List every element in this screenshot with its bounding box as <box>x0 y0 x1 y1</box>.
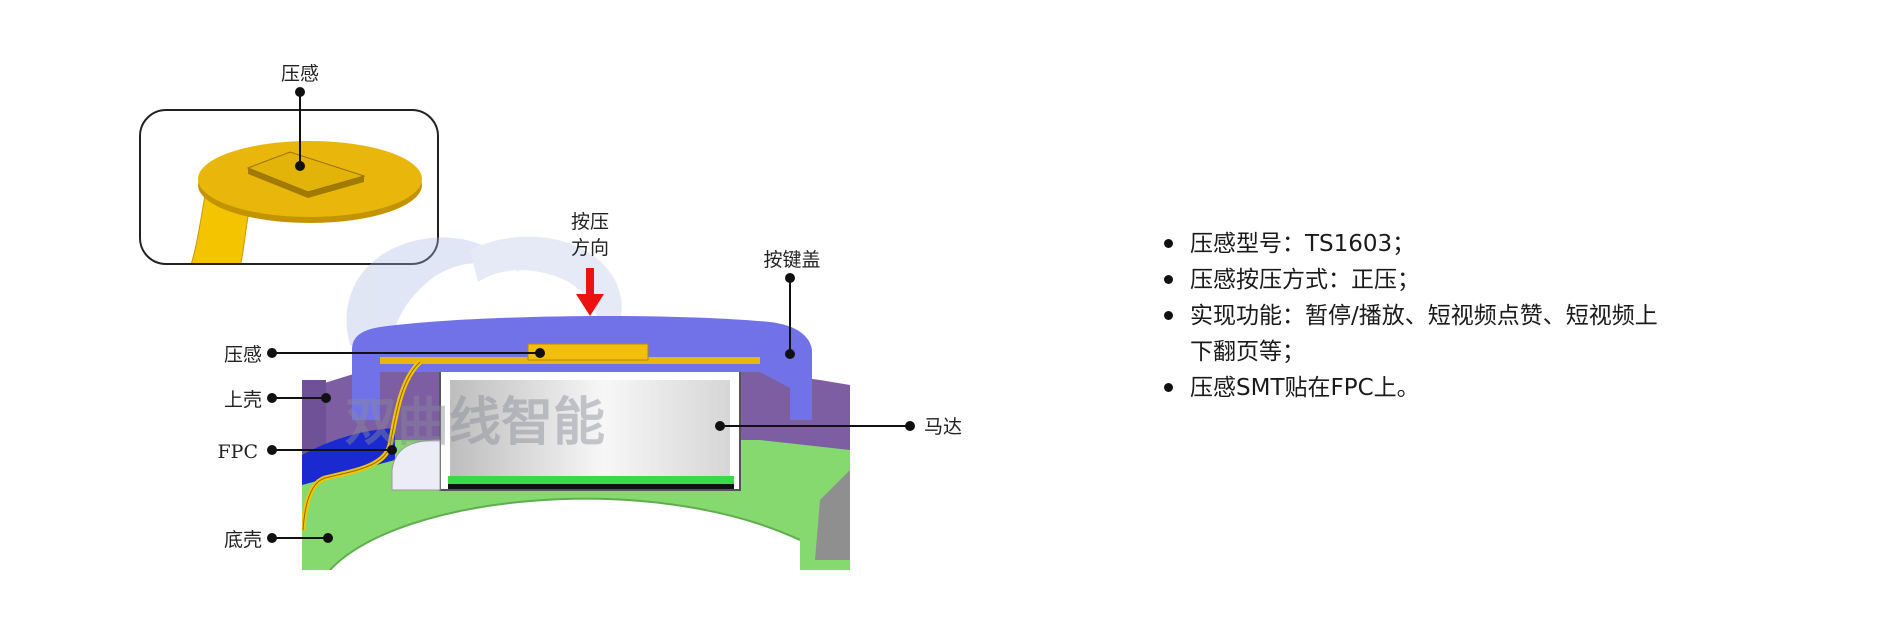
label-fpc: FPC <box>217 441 258 463</box>
press-arrow <box>576 268 604 316</box>
inset-sensor-chip <box>246 151 366 193</box>
inset-panel <box>139 109 439 265</box>
bottom-shell-inner-arc <box>330 498 800 570</box>
inset-fpc-tail <box>189 194 251 264</box>
spec-item: 实现功能：暂停/播放、短视频点赞、短视频上下翻页等； <box>1160 298 1680 370</box>
spec-item: 压感按压方式：正压； <box>1160 262 1680 298</box>
inset-border <box>139 109 439 265</box>
side-part <box>815 470 850 560</box>
leader-lines <box>267 87 915 543</box>
label-motor: 马达 <box>924 416 962 438</box>
label-press-direction-2: 方向 <box>571 237 609 259</box>
device-cross-section <box>302 315 850 570</box>
label-press-direction-1: 按压 <box>571 211 609 233</box>
fpc-layer <box>302 428 395 485</box>
spec-item: 压感SMT贴在FPC上。 <box>1160 370 1680 406</box>
spec-list: 压感型号：TS1603； 压感按压方式：正压； 实现功能：暂停/播放、短视频点赞… <box>1160 226 1680 406</box>
label-sensor: 压感 <box>224 344 262 366</box>
label-inset-sensor: 压感 <box>281 63 319 85</box>
label-upper-shell: 上壳 <box>224 389 262 411</box>
label-key-cap: 按键盖 <box>763 249 820 271</box>
motor-board <box>448 476 734 485</box>
sensor-body <box>527 343 649 361</box>
motor <box>439 369 741 491</box>
label-bottom-shell: 底壳 <box>224 529 262 551</box>
watermark-text: 双曲线智能 <box>345 393 605 453</box>
spec-item: 压感型号：TS1603； <box>1160 226 1680 262</box>
key-cap <box>352 315 812 420</box>
